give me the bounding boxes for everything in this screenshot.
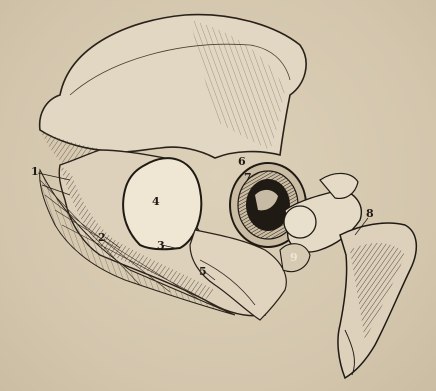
label-8: 8 — [366, 208, 374, 219]
label-4: 4 — [152, 196, 160, 207]
label-2: 2 — [98, 232, 106, 243]
label-3: 3 — [157, 240, 165, 251]
label-5: 5 — [199, 266, 207, 277]
label-9: 9 — [290, 252, 298, 263]
label-1: 1 — [31, 166, 39, 177]
label-6: 6 — [238, 156, 246, 167]
label-7: 7 — [244, 172, 252, 183]
femoral-head — [284, 206, 316, 238]
obturator-foramen — [123, 158, 201, 249]
